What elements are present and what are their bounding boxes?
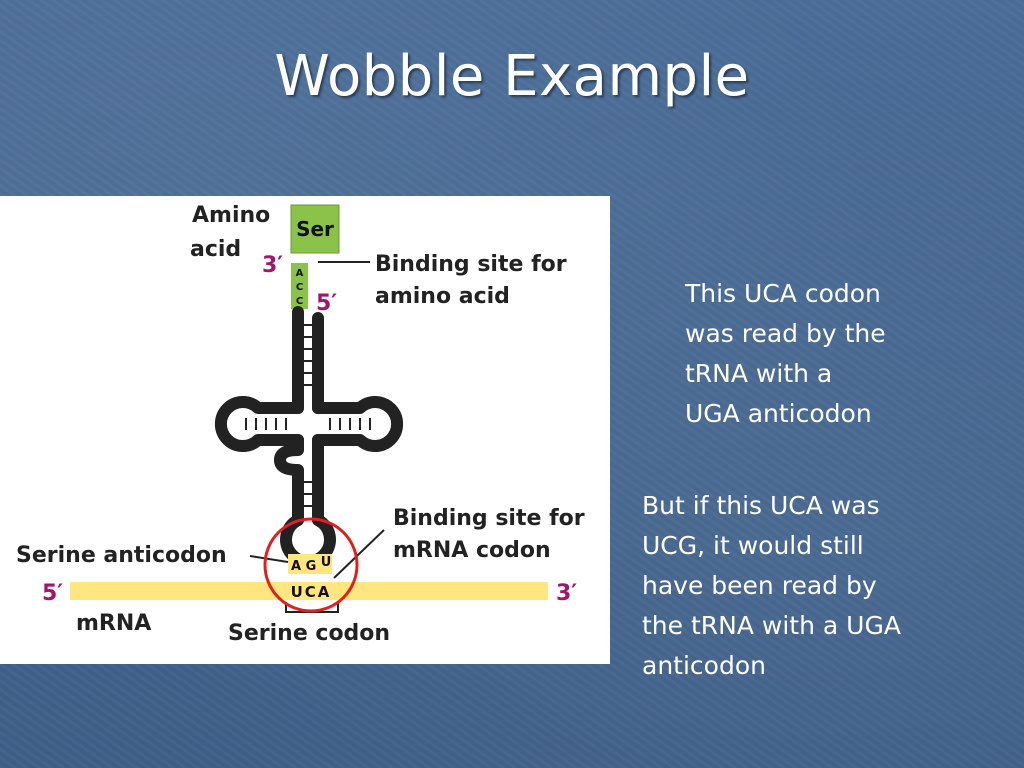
codon-text: UCA: [291, 583, 332, 601]
prime-3-top: 3′: [262, 253, 283, 278]
note1-line: tRNA with a: [685, 359, 833, 388]
serine-anticodon-label: Serine anticodon: [16, 543, 227, 568]
binding-site-amino-line1: Binding site for: [375, 252, 567, 277]
note1-line: This UCA codon: [685, 279, 881, 308]
binding-site-mrna-line1: Binding site for: [393, 506, 585, 531]
mrna-3prime: 3′: [556, 581, 577, 606]
mrna-label: mRNA: [76, 611, 151, 636]
anticodon-leader: [249, 555, 289, 563]
acceptor-base-2: C: [296, 282, 303, 293]
note2-line: But if this UCA was: [642, 491, 880, 520]
note-ucg-wobble: But if this UCA was UCG, it would still …: [642, 486, 1012, 686]
slide-title: Wobble Example: [274, 44, 750, 109]
trna-body: [214, 306, 404, 568]
anticodon-base-3: U: [321, 555, 332, 570]
mrna-5prime: 5′: [42, 581, 63, 606]
binding-site-mrna-line2: mRNA codon: [393, 538, 551, 563]
amino-acid-label-line1: Amino: [192, 203, 270, 228]
trna-diagram-svg: Ser Amino acid A C C 3′ 5′ Binding site …: [16, 203, 585, 646]
acceptor-base-3: C: [296, 296, 303, 307]
mrna-binding-leader: [333, 529, 385, 579]
note2-line: UCG, it would still: [642, 531, 864, 560]
acceptor-base-1: A: [296, 268, 304, 279]
note1-line: was read by the: [685, 319, 886, 348]
acceptor-stem-box: [291, 263, 308, 309]
binding-site-amino-line2: amino acid: [375, 284, 510, 309]
serine-codon-label: Serine codon: [228, 621, 390, 646]
note1-line: UGA anticodon: [685, 399, 872, 428]
amino-acid-label-line2: acid: [190, 237, 241, 262]
note2-line: have been read by: [642, 571, 877, 600]
trna-base-pair-rungs: [245, 324, 371, 507]
anticodon-base-2: G: [306, 559, 317, 574]
amino-acid-box: [290, 204, 340, 254]
note2-line: the tRNA with a UGA: [642, 611, 901, 640]
prime-5-top: 5′: [316, 291, 337, 316]
note-uca-codon: This UCA codon was read by the tRNA with…: [685, 274, 985, 434]
anticodon-base-1: A: [291, 559, 301, 574]
mrna-strand: [70, 582, 548, 600]
amino-acid-text: Ser: [296, 217, 334, 241]
anticodon-highlight: [288, 554, 332, 574]
note2-line: anticodon: [642, 651, 766, 680]
trna-diagram: Ser Amino acid A C C 3′ 5′ Binding site …: [0, 196, 610, 664]
wobble-highlight-circle: [263, 517, 359, 613]
